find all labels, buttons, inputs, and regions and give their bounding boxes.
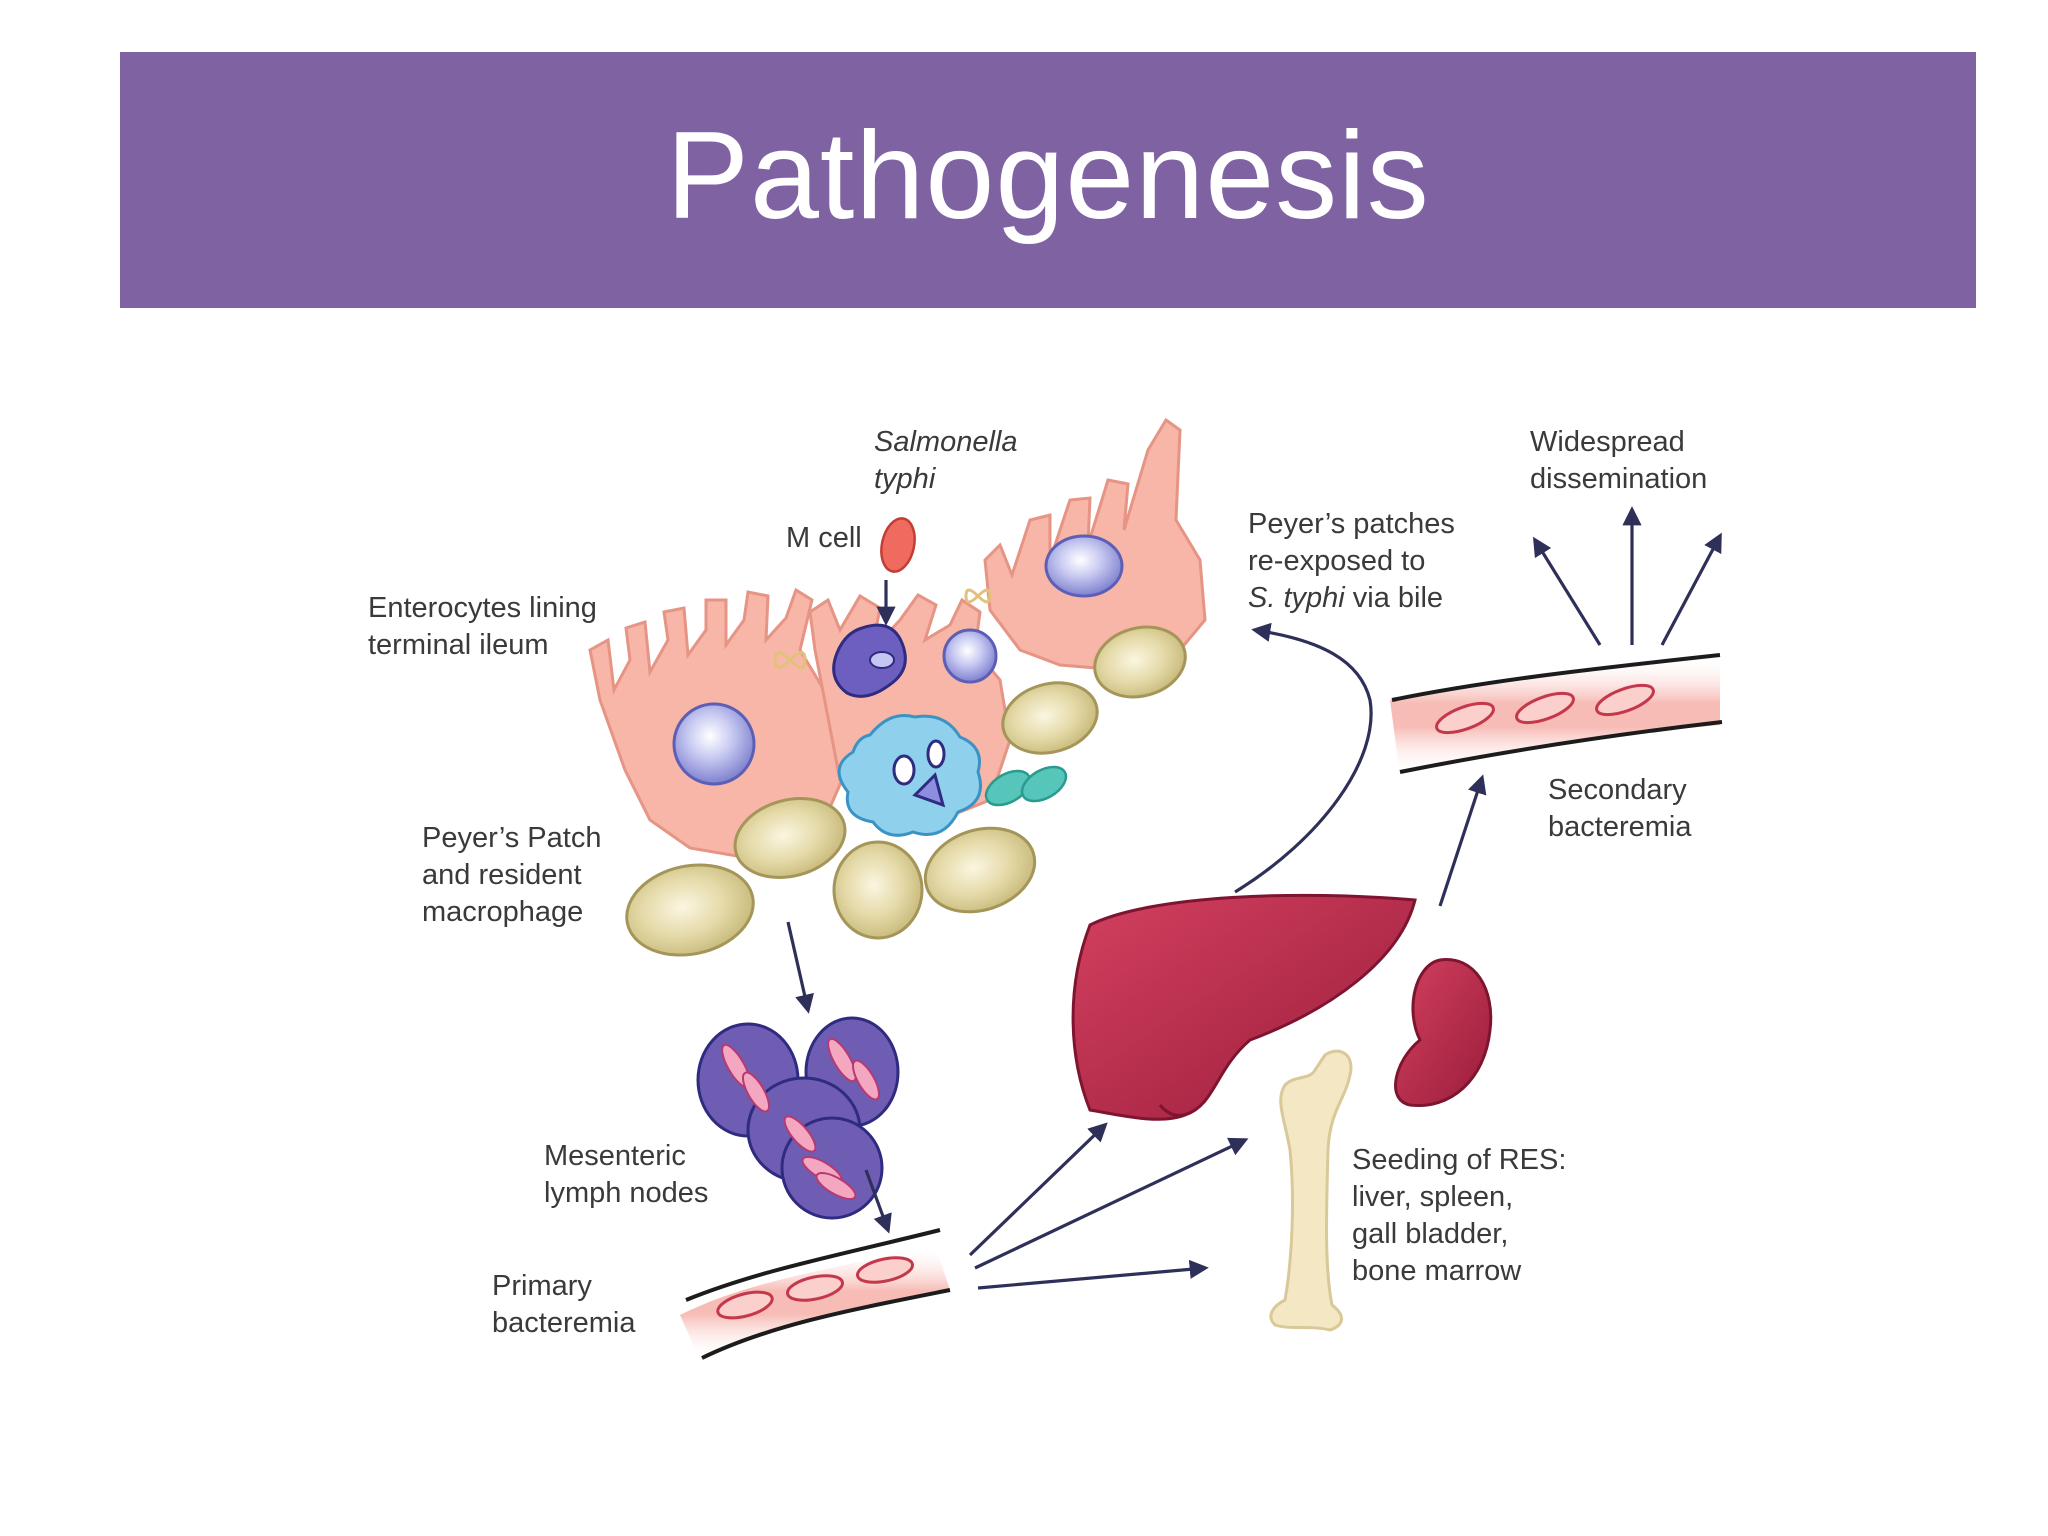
liver [1071,893,1417,1121]
label-reexposed-line2: re-exposed to [1248,545,1426,577]
label-salmonella-typhi: Salmonella typhi [874,424,1017,498]
label-seeding-line4: bone marrow [1352,1255,1522,1287]
bone [1269,1049,1353,1332]
label-m-cell-text: M cell [786,522,862,554]
label-seeding-line1: Seeding of RES: [1352,1144,1567,1176]
label-enterocytes-line1: Enterocytes lining [368,592,597,624]
label-seeding-res: Seeding of RES: liver, spleen, gall blad… [1352,1142,1566,1290]
slide-title: Pathogenesis [666,107,1430,245]
mesenteric-lymph-nodes [696,1016,900,1220]
label-m-cell: M cell [786,520,862,557]
infected-m-cell-body [832,623,907,698]
label-enterocytes-line2: terminal ileum [368,629,549,661]
title-banner: Pathogenesis [120,52,1976,308]
label-seeding-line2: liver, spleen, [1352,1181,1514,1213]
label-seeding-line3: gall bladder, [1352,1218,1509,1250]
label-peyers-patch-line3: macrophage [422,896,584,928]
label-reexposed-line3: via bile [1344,582,1444,614]
label-peyers-patch: Peyer’s Patch and resident macrophage [422,820,601,931]
salmonella-bacterium [880,517,916,573]
enterocyte-left [588,587,844,862]
label-widespread: Widespread dissemination [1530,424,1707,498]
primary-bacteremia-vessel [680,1228,951,1360]
lymphoid-cells [625,625,1187,957]
teal-cells [984,765,1068,807]
label-mesenteric-line1: Mesenteric [544,1140,686,1172]
tight-junctions [773,588,992,669]
label-widespread-line2: dissemination [1530,463,1708,495]
enterocyte-right [983,417,1207,672]
label-primary-bacteremia: Primary bacteremia [492,1268,635,1342]
label-salmonella-line1: Salmonella [874,426,1018,458]
label-peyers-patch-line1: Peyer’s Patch [422,822,602,854]
label-reexposed: Peyer’s patches re-exposed to S. typhi v… [1248,506,1455,617]
label-reexposed-organism: S. typhi [1248,582,1345,614]
label-peyers-patch-line2: and resident [422,859,582,891]
secondary-bacteremia-vessel [1390,653,1723,775]
label-mesenteric-line2: lymph nodes [544,1177,709,1209]
label-secondary-line2: bacteremia [1548,811,1692,843]
label-enterocytes: Enterocytes lining terminal ileum [368,590,597,664]
label-salmonella-line2: typhi [874,463,936,495]
label-secondary-bacteremia: Secondary bacteremia [1548,772,1691,846]
label-reexposed-line1: Peyer’s patches [1248,508,1455,540]
label-secondary-line1: Secondary [1548,774,1687,806]
label-mesenteric: Mesenteric lymph nodes [544,1138,708,1212]
label-primary-line2: bacteremia [492,1307,636,1339]
resident-macrophage [837,714,982,837]
label-widespread-line1: Widespread [1530,426,1685,458]
spleen [1394,958,1493,1108]
label-primary-line1: Primary [492,1270,592,1302]
